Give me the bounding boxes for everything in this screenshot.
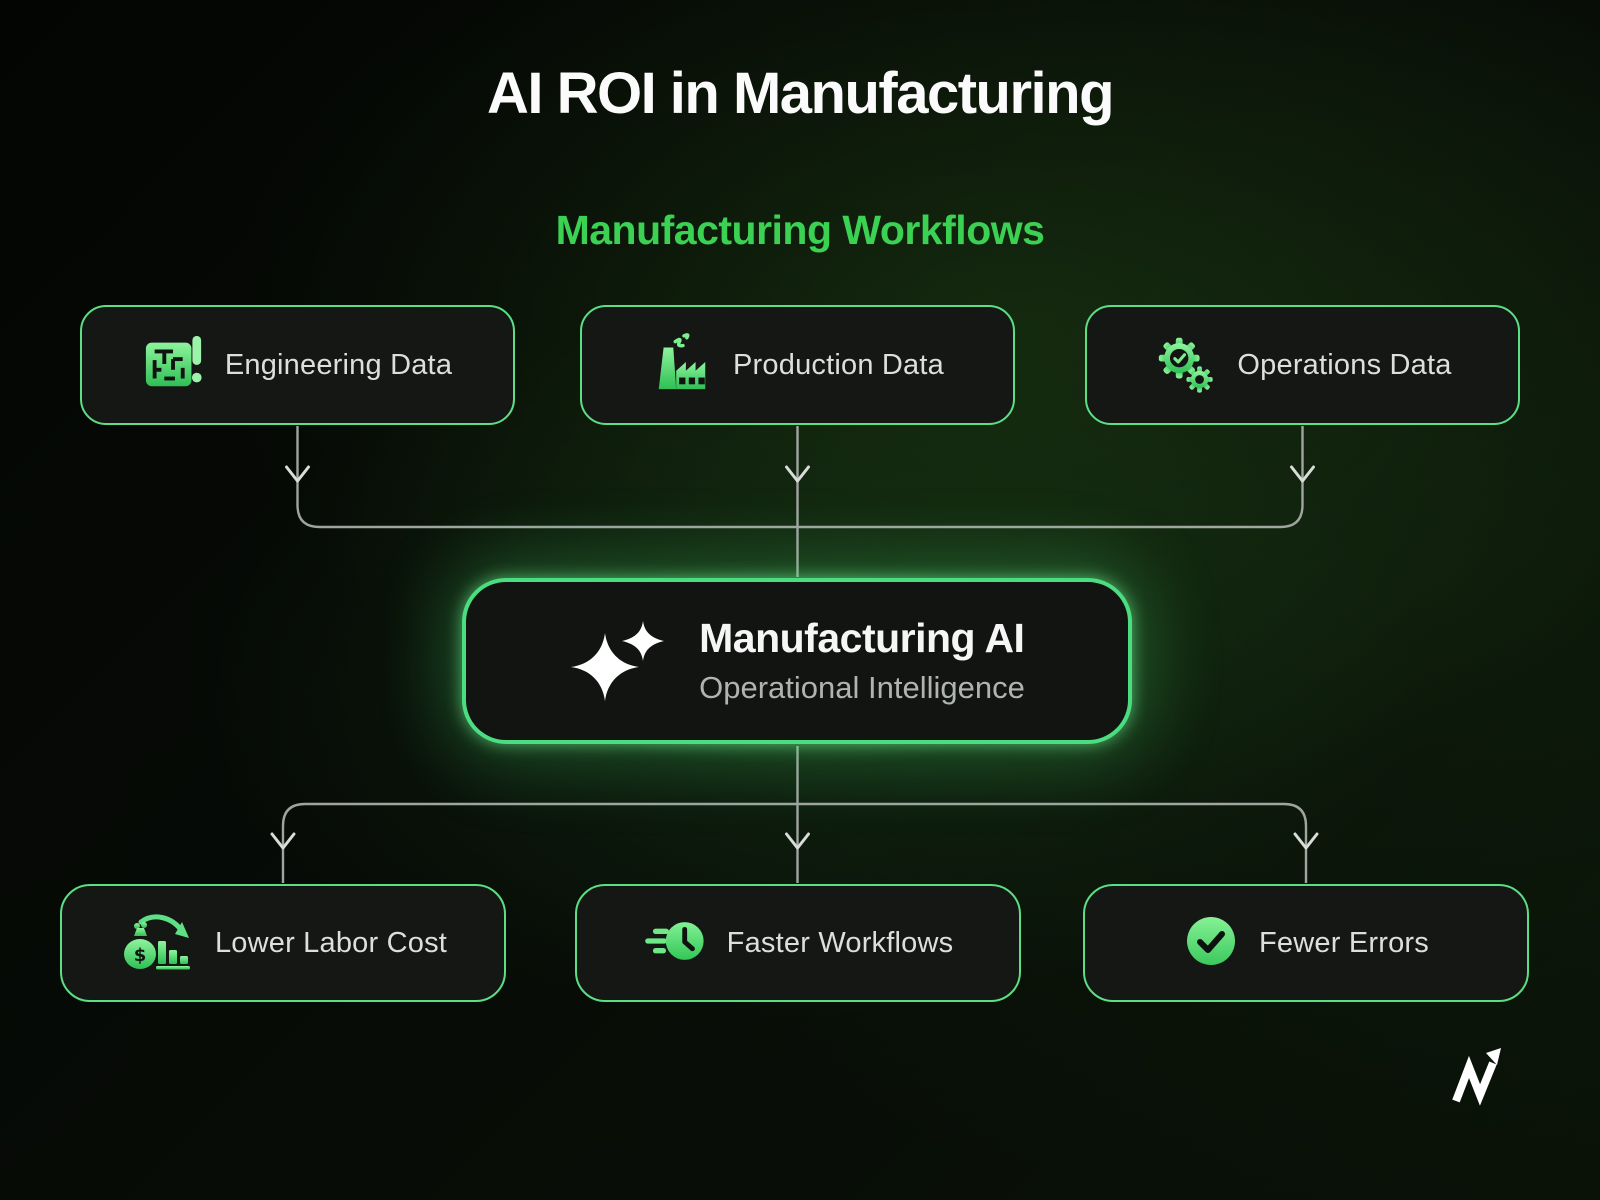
node-fewer-errors: Fewer Errors [1083,884,1529,1002]
section-title: Manufacturing Workflows [555,207,1045,253]
check-circle-icon [1183,913,1239,974]
center-title: Manufacturing AI [699,615,1025,662]
node-label: Operations Data [1237,348,1452,381]
node-label: Faster Workflows [726,926,954,959]
node-label: Production Data [733,348,944,381]
gears-check-icon [1153,332,1217,399]
m-arrow-logo [1448,1044,1512,1111]
node-label: Fewer Errors [1259,926,1429,959]
node-label: Lower Labor Cost [214,926,448,959]
speed-clock-icon [643,913,707,974]
node-operations-data: Operations Data [1085,305,1520,425]
node-engineering-data: Engineering Data [80,305,515,425]
page-title: AI ROI in Manufacturing [486,61,1115,126]
node-manufacturing-ai: Manufacturing AI Operational Intelligenc… [462,578,1132,744]
node-lower-labor-cost: $ Lower Labor Cost [60,884,506,1002]
factory-icon [651,332,713,398]
node-faster-workflows: Faster Workflows [575,884,1021,1002]
blueprint-icon [143,334,205,397]
svg-text:$: $ [134,945,147,966]
sparkle-icon [569,615,669,708]
node-production-data: Production Data [580,305,1015,425]
center-subtitle: Operational Intelligence [699,669,1025,705]
node-label: Engineering Data [224,348,453,381]
money-bag-chart-icon: $ [119,910,195,977]
